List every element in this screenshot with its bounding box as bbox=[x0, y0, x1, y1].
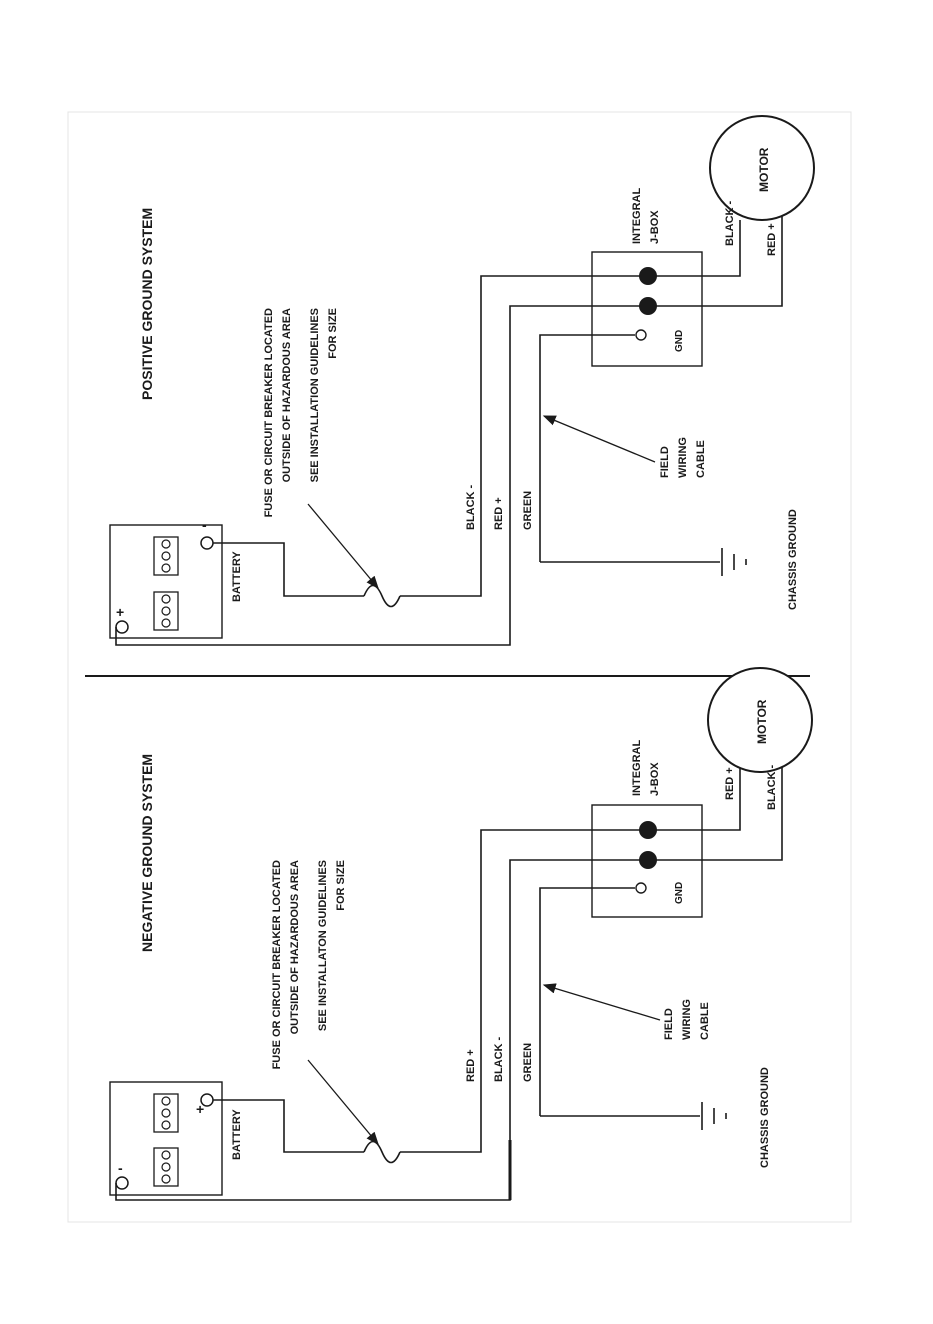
wire-label-2: BLACK - bbox=[493, 1036, 505, 1082]
fuse-note-line-4: FOR SIZE bbox=[335, 860, 347, 911]
fuse-note-line-1: FUSE OR CIRCUIT BREAKER LOCATED bbox=[271, 860, 283, 1069]
jbox-ground-terminal bbox=[635, 882, 647, 894]
fuse-note-line-2: OUTSIDE OF HAZARDOUS AREA bbox=[281, 308, 293, 482]
page-frame bbox=[67, 111, 852, 1223]
jbox-terminal-2 bbox=[639, 297, 657, 315]
battery-positive-terminal bbox=[115, 620, 129, 634]
wire-label-1: RED + bbox=[465, 1049, 477, 1082]
battery-cells-top bbox=[153, 1093, 179, 1133]
plus-symbol: + bbox=[116, 604, 124, 620]
battery-cells-bottom bbox=[153, 591, 179, 631]
fuse-note-line-1: FUSE OR CIRCUIT BREAKER LOCATED bbox=[263, 308, 275, 517]
field-wiring-line-3: CABLE bbox=[699, 1002, 711, 1040]
battery-label: BATTERY bbox=[231, 1109, 243, 1160]
chassis-ground-label: CHASSIS GROUND bbox=[759, 1067, 771, 1168]
motor bbox=[707, 667, 813, 773]
wire-red bbox=[115, 210, 783, 646]
wire-label-3: GREEN bbox=[522, 491, 534, 530]
section-title: POSITIVE GROUND SYSTEM bbox=[139, 208, 155, 400]
battery-negative-terminal bbox=[115, 1176, 129, 1190]
field-wiring-line-1: FIELD bbox=[663, 1008, 675, 1040]
jbox-terminal-2 bbox=[639, 851, 657, 869]
fuse-note-line-4: FOR SIZE bbox=[327, 308, 339, 359]
wire-label-1: BLACK - bbox=[465, 484, 477, 530]
fuse-arrow bbox=[307, 1059, 379, 1145]
jbox-label-line-2: J-BOX bbox=[649, 762, 661, 796]
wire-red bbox=[400, 768, 741, 1153]
fuse-symbol bbox=[363, 584, 401, 608]
fuse-note-line-3: SEE INSTALLATION GUIDELINES bbox=[309, 308, 321, 482]
fuse-symbol bbox=[363, 1140, 401, 1164]
fuse-note-line-2: OUTSIDE OF HAZARDOUS AREA bbox=[289, 860, 301, 1034]
jbox-terminal-1 bbox=[639, 267, 657, 285]
motor-wire-label-1: BLACK - bbox=[724, 200, 736, 246]
jbox-label-line-1: INTEGRAL bbox=[631, 188, 643, 245]
section-title: NEGATIVE GROUND SYSTEM bbox=[139, 754, 155, 952]
wire-green bbox=[539, 887, 635, 1116]
motor-wire-label-2: RED + bbox=[766, 223, 778, 256]
field-wiring-line-2: WIRING bbox=[681, 999, 693, 1040]
chassis-ground-symbol bbox=[701, 1102, 727, 1130]
negative-ground-section: NEGATIVE GROUND SYSTEM BATTERY + - bbox=[109, 667, 813, 1201]
battery-cells-top bbox=[153, 536, 179, 576]
plus-symbol: + bbox=[196, 1101, 204, 1117]
gnd-label: GND bbox=[674, 882, 685, 904]
field-wiring-arrow bbox=[542, 415, 656, 463]
wire-green bbox=[539, 334, 635, 562]
motor-wire-label-2: BLACK - bbox=[766, 764, 778, 810]
battery: BATTERY + - bbox=[109, 1081, 243, 1196]
jbox-terminal-1 bbox=[639, 821, 657, 839]
fuse-note-line-3: SEE INSTALLATON GUIDELINES bbox=[317, 860, 329, 1031]
wire-black bbox=[115, 758, 783, 1201]
battery-case bbox=[109, 524, 223, 639]
jbox-label-line-2: J-BOX bbox=[649, 210, 661, 244]
minus-symbol: - bbox=[118, 1160, 123, 1176]
jbox bbox=[591, 251, 703, 367]
field-wiring-line-1: FIELD bbox=[659, 446, 671, 478]
wire-label-3: GREEN bbox=[522, 1043, 534, 1082]
battery-negative-terminal bbox=[200, 536, 214, 550]
battery-case bbox=[109, 1081, 223, 1196]
jbox-ground-terminal bbox=[635, 329, 647, 341]
motor-label: MOTOR bbox=[755, 699, 769, 744]
battery-label: BATTERY bbox=[231, 551, 243, 602]
motor bbox=[709, 115, 815, 221]
wire-label-2: RED + bbox=[493, 497, 505, 530]
fuse-arrow bbox=[307, 503, 379, 589]
wire-battery-to-fuse bbox=[213, 542, 364, 597]
motor-label: MOTOR bbox=[757, 147, 771, 192]
field-wiring-line-2: WIRING bbox=[677, 437, 689, 478]
wire-battery-to-fuse bbox=[213, 1099, 364, 1153]
field-wiring-line-3: CABLE bbox=[695, 440, 707, 478]
chassis-ground-label: CHASSIS GROUND bbox=[787, 509, 799, 610]
battery-cells-bottom bbox=[153, 1147, 179, 1187]
minus-symbol: - bbox=[202, 517, 207, 533]
jbox bbox=[591, 804, 703, 918]
gnd-label: GND bbox=[674, 330, 685, 352]
positive-ground-section: POSITIVE GROUND SYSTEM BATTERY - + bbox=[109, 115, 815, 646]
jbox-label-line-1: INTEGRAL bbox=[631, 740, 643, 797]
motor-wire-label-1: RED + bbox=[724, 767, 736, 800]
chassis-ground-symbol bbox=[721, 548, 747, 576]
field-wiring-arrow bbox=[542, 983, 661, 1021]
battery: BATTERY - + bbox=[109, 517, 243, 639]
wire-black bbox=[400, 220, 741, 597]
